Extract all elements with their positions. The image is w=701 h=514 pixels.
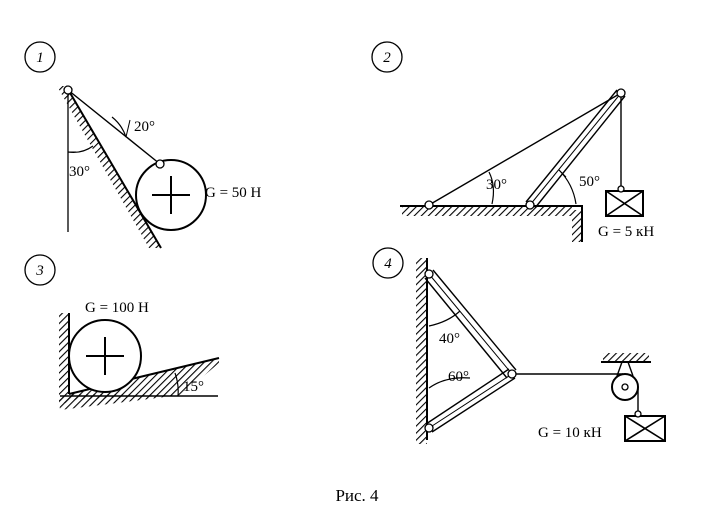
panel-1-number-circle xyxy=(24,41,56,73)
panel-4-lower-rod xyxy=(428,373,513,429)
panel-2-hinge-strut xyxy=(525,200,535,210)
panel-2: 2 30° 50° G = 5 кН xyxy=(371,41,654,242)
panel-3-number: 3 xyxy=(35,263,44,279)
panel-2-hinge-top xyxy=(616,88,626,98)
figure-caption: Рис. 4 xyxy=(335,486,379,505)
panel-4-hook xyxy=(634,410,642,418)
panel-2-hook xyxy=(617,185,625,193)
panel-2-angle-b-label: 50° xyxy=(579,174,600,190)
panel-1-weight-label: G = 50 Н xyxy=(205,185,262,201)
panel-1: 1 20° 30° G = 50 Н xyxy=(24,41,262,249)
panel-2-ground xyxy=(402,206,572,216)
panel-4-weight-label: G = 10 кН xyxy=(538,425,602,441)
panel-1-hinge-top xyxy=(63,85,73,95)
panel-3-angle-arc-15 xyxy=(174,372,179,397)
panel-4-wall xyxy=(416,258,427,444)
panel-1-inclined-wall xyxy=(57,86,161,248)
panel-4-hinge-lower xyxy=(424,423,434,433)
panel-2-hinge-cable xyxy=(424,200,434,210)
panel-3-wall xyxy=(59,313,69,403)
panel-2-number-circle xyxy=(371,41,403,73)
panel-2-number: 2 xyxy=(383,50,391,66)
panel-4-hinge-upper xyxy=(424,269,434,279)
panel-3-number-circle xyxy=(24,254,56,286)
panel-4-number: 4 xyxy=(384,256,392,272)
panel-4-angle-a-label: 40° xyxy=(439,331,460,347)
panel-1-angle-arc-20 xyxy=(111,116,127,138)
panel-3-angle-a-label: 15° xyxy=(183,379,204,395)
panel-1-hinge-ball xyxy=(155,159,165,169)
panel-2-angle-arc-30 xyxy=(488,171,495,205)
panel-1-angle-b-label: 30° xyxy=(69,164,90,180)
panel-4-angle-arc-60 xyxy=(428,377,471,389)
panel-1-angle-arc-30 xyxy=(67,145,94,153)
panel-2-cable xyxy=(428,92,622,206)
panel-2-strut xyxy=(529,92,622,206)
panel-3-weight-label: G = 100 Н xyxy=(85,300,149,316)
panel-1-angle-a-label: 20° xyxy=(134,119,155,135)
panel-4: 4 40° xyxy=(372,247,666,444)
panel-4-ceiling xyxy=(603,353,649,362)
panel-4-angle-arc-40 xyxy=(428,310,461,327)
panel-3: 3 G = 100 Н 15° xyxy=(24,254,220,410)
panel-4-angle-b-label: 60° xyxy=(448,369,469,385)
panel-4-number-circle xyxy=(372,247,404,279)
panel-2-weight-label: G = 5 кН xyxy=(598,224,654,240)
panel-1-number: 1 xyxy=(36,50,44,66)
panel-2-ground-step xyxy=(572,210,582,242)
panel-1-cable xyxy=(67,89,161,165)
panel-2-angle-a-label: 30° xyxy=(486,177,507,193)
panel-4-upper-rod xyxy=(428,273,513,375)
panel-4-hinge-joint xyxy=(507,369,517,379)
